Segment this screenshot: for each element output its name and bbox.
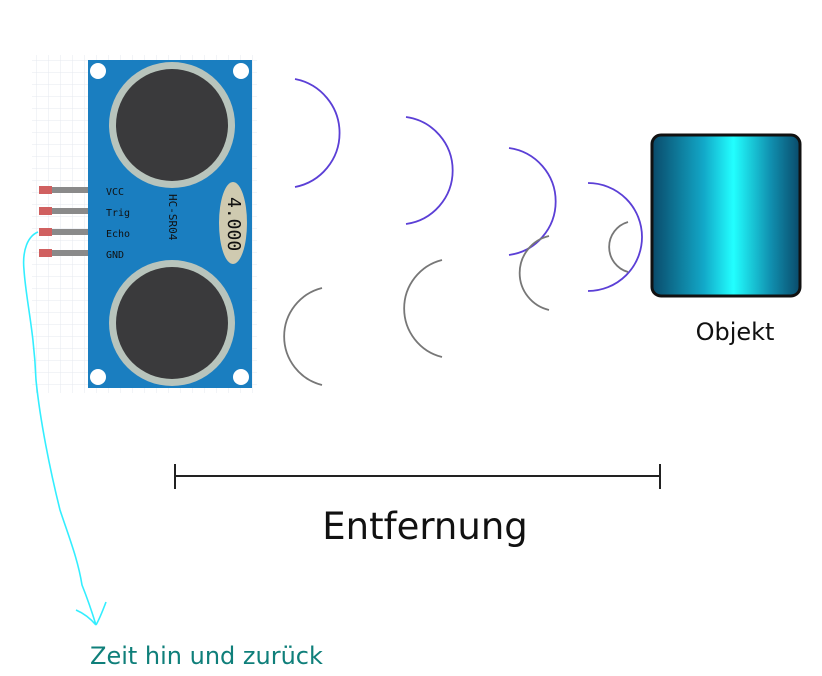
emitted-wave	[508, 147, 557, 256]
mount-hole	[233, 369, 249, 385]
emitted-wave	[405, 116, 454, 225]
pin-label-trig: Trig	[106, 208, 130, 219]
distance-line	[174, 464, 661, 489]
echo-wire-arrow	[22, 231, 107, 626]
emitted-wave	[587, 182, 643, 292]
model-label: HC-SR04	[166, 194, 179, 241]
pin-label-echo: Echo	[106, 229, 130, 240]
echo-wave	[403, 259, 443, 358]
object-block	[650, 133, 802, 298]
echo-wave	[608, 221, 629, 273]
emitted-waves	[294, 78, 643, 292]
echo-waves	[283, 221, 629, 386]
echo-wave	[283, 287, 323, 386]
crystal	[219, 182, 247, 264]
crystal-label: 4.000	[223, 197, 244, 251]
echo-wave	[518, 235, 550, 311]
object-label: Objekt	[696, 318, 775, 346]
time-label: Zeit hin und zurück	[90, 642, 323, 670]
transmitter	[116, 69, 228, 181]
emitted-wave	[294, 78, 341, 188]
mount-hole	[90, 63, 106, 79]
hc-sr04-sensor: VCC Trig Echo GND HC-SR04 4.000	[88, 60, 252, 388]
distance-label: Entfernung	[322, 505, 528, 548]
pin-label-vcc: VCC	[106, 187, 124, 198]
mount-hole	[233, 63, 249, 79]
mount-hole	[90, 369, 106, 385]
receiver	[116, 267, 228, 379]
pin-label-gnd: GND	[106, 250, 124, 261]
